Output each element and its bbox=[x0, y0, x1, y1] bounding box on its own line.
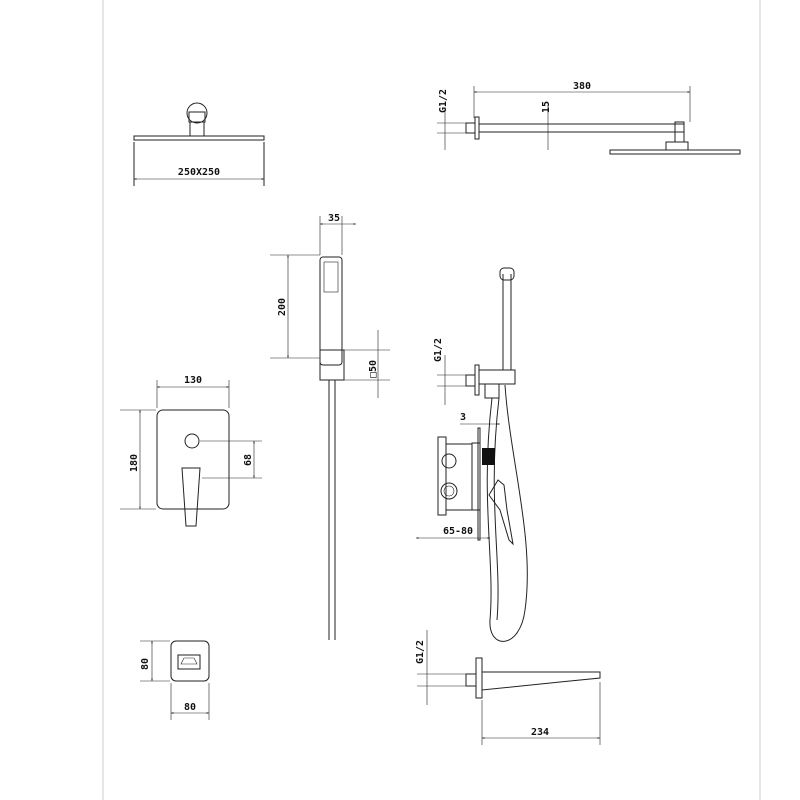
spout-plate-width-label: 80 bbox=[184, 702, 196, 713]
spout-front: 80 80 bbox=[140, 640, 210, 720]
spout-thread-label: G1/2 bbox=[415, 640, 426, 664]
handset-width-label: 35 bbox=[328, 213, 340, 224]
shower-arm-side: 380 G1/2 15 bbox=[437, 81, 741, 155]
bracket-size-label: □50 bbox=[368, 360, 379, 378]
spout-plate-height-label: 80 bbox=[140, 658, 151, 670]
mixer-side-assembly: G1/2 3 65-80 bbox=[416, 267, 528, 642]
plate-height-label: 180 bbox=[129, 454, 140, 472]
wall-depth-label: 65-80 bbox=[443, 526, 473, 537]
cartridge-block bbox=[482, 448, 495, 465]
head-size-label: 250X250 bbox=[178, 167, 220, 178]
spout-side: G1/2 234 bbox=[415, 630, 601, 745]
arm-thread-label: G1/2 bbox=[438, 89, 449, 113]
arm-offset-label: 15 bbox=[541, 101, 552, 113]
spout-length-label: 234 bbox=[531, 727, 549, 738]
handle-offset-label: 68 bbox=[243, 454, 254, 466]
arm-length-label: 380 bbox=[573, 81, 591, 92]
plate-gap-label: 3 bbox=[460, 412, 466, 423]
handset-length-label: 200 bbox=[277, 298, 288, 316]
mixer-plate-front: 130 180 68 bbox=[120, 375, 262, 527]
plate-width-label: 130 bbox=[184, 375, 202, 386]
bracket-thread-label: G1/2 bbox=[433, 338, 444, 362]
shower-head-front: 250X250 bbox=[133, 102, 265, 186]
hand-shower-front: 35 200 □50 bbox=[270, 213, 390, 640]
